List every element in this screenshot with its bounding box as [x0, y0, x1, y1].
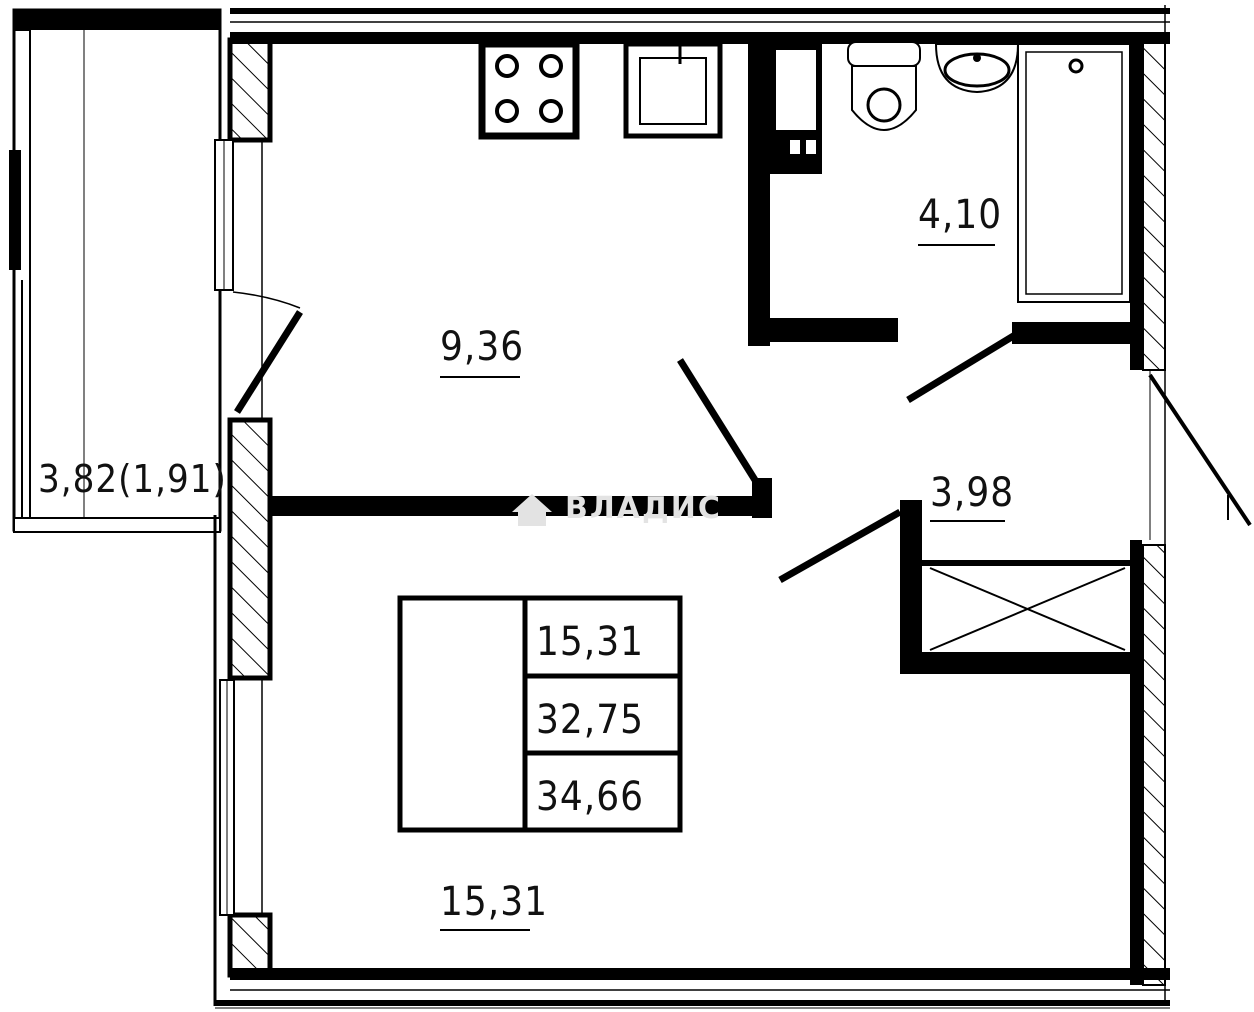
sink-icon [623, 41, 723, 139]
bathroom-area: 4,10 [918, 192, 1002, 238]
doors [232, 291, 1252, 584]
watermark: ВЛАДИС [512, 491, 722, 526]
toilet-icon [847, 41, 921, 131]
area-summary-table: 15,31 32,75 34,66 [397, 595, 683, 833]
bathroom-fixtures [770, 41, 1131, 303]
summary-living-area: 15,31 [536, 619, 644, 665]
summary-total-area: 32,75 [536, 697, 644, 743]
bathtub-icon [1017, 43, 1131, 303]
kitchen-fixtures [478, 40, 723, 140]
stove-icon [478, 40, 580, 140]
living-area: 15,31 [440, 879, 548, 925]
outer-walls [213, 5, 1170, 1009]
washbasin-icon [934, 43, 1020, 94]
room-labels: 9,36 4,10 3,98 15,31 3,82(1,91) [38, 192, 1014, 931]
watermark-text: ВЛАДИС [565, 491, 722, 526]
summary-total-with-balcony: 34,66 [536, 774, 644, 820]
balcony-area: 3,82(1,91) [38, 457, 227, 501]
kitchen-area: 9,36 [440, 324, 524, 370]
hall-area: 3,98 [930, 470, 1014, 516]
balcony [9, 8, 222, 533]
